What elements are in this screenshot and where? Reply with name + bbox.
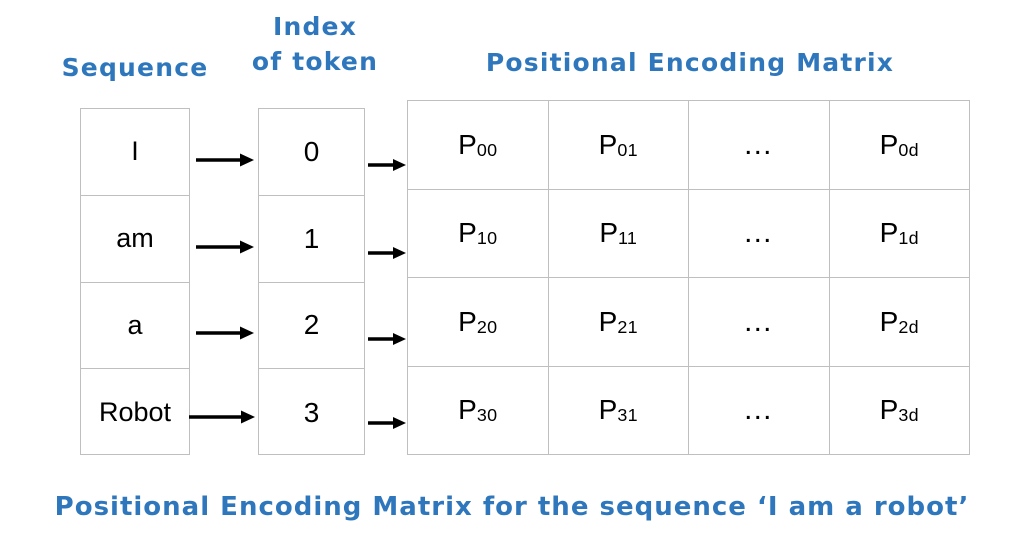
- sequence-cell: am: [81, 196, 189, 283]
- matrix-cell-subscript: 3d: [898, 405, 919, 426]
- matrix-cell-subscript: 00: [476, 139, 498, 160]
- arrow-index-to-matrix: [368, 329, 408, 351]
- sequence-cell: I: [81, 109, 189, 196]
- matrix-cell-base: P: [458, 128, 477, 160]
- matrix-cell-base: P: [458, 394, 477, 426]
- index-heading-line2: of token: [251, 46, 379, 76]
- index-cell: 0: [259, 109, 364, 196]
- index-heading-line1: Index: [272, 12, 358, 41]
- index-cell: 1: [259, 196, 364, 283]
- matrix-cell-ellipsis: …: [689, 278, 830, 366]
- matrix-cell-subscript: 30: [476, 405, 498, 426]
- index-cell: 2: [259, 283, 364, 370]
- matrix-cell-ellipsis: …: [689, 101, 830, 189]
- sequence-cell: a: [81, 283, 189, 370]
- matrix-cell-subscript: 10: [476, 228, 498, 249]
- matrix-cell-subscript: 31: [617, 405, 638, 426]
- figure-caption: Positional Encoding Matrix for the seque…: [54, 492, 970, 522]
- sequence-column-heading: Sequence: [61, 53, 209, 82]
- index-column: 0 1 2 3: [258, 108, 365, 455]
- matrix-cell-base: P: [598, 394, 618, 426]
- arrow-sequence-to-index: [196, 237, 256, 259]
- matrix-cell-subscript: 11: [618, 228, 638, 249]
- matrix-cell-subscript: 2d: [898, 316, 919, 337]
- index-column-heading: Index of token: [240, 10, 390, 79]
- matrix-cell-base: P: [879, 128, 899, 160]
- matrix-cell-subscript: 20: [476, 316, 498, 337]
- sequence-column: I am a Robot: [80, 108, 190, 455]
- matrix-cell-base: P: [879, 394, 899, 426]
- matrix-cell-base: P: [458, 217, 477, 249]
- arrow-sequence-to-index: [189, 407, 257, 429]
- arrow-index-to-matrix: [368, 155, 408, 177]
- matrix-cell-subscript: 0d: [898, 139, 919, 160]
- matrix-cell-base: P: [598, 128, 618, 160]
- arrow-index-to-matrix: [368, 243, 408, 265]
- matrix-cell-ellipsis: …: [689, 366, 830, 454]
- matrix-cell-subscript: 21: [617, 316, 638, 337]
- matrix-cell-base: P: [598, 305, 618, 337]
- matrix-cell-base: P: [879, 217, 899, 249]
- sequence-cell: Robot: [98, 397, 172, 428]
- matrix-heading: Positional Encoding Matrix: [485, 48, 895, 77]
- index-cell: 3: [303, 396, 320, 428]
- matrix-cell-base: P: [599, 217, 618, 249]
- matrix-cell-ellipsis: …: [689, 189, 830, 277]
- matrix-cell-base: P: [458, 305, 477, 337]
- matrix-cell-base: P: [879, 305, 899, 337]
- matrix-cell-subscript: 1d: [898, 228, 919, 249]
- arrow-index-to-matrix: [368, 413, 408, 435]
- arrow-sequence-to-index: [196, 323, 256, 345]
- arrow-sequence-to-index: [196, 150, 256, 172]
- matrix-cell-subscript: 01: [617, 139, 638, 160]
